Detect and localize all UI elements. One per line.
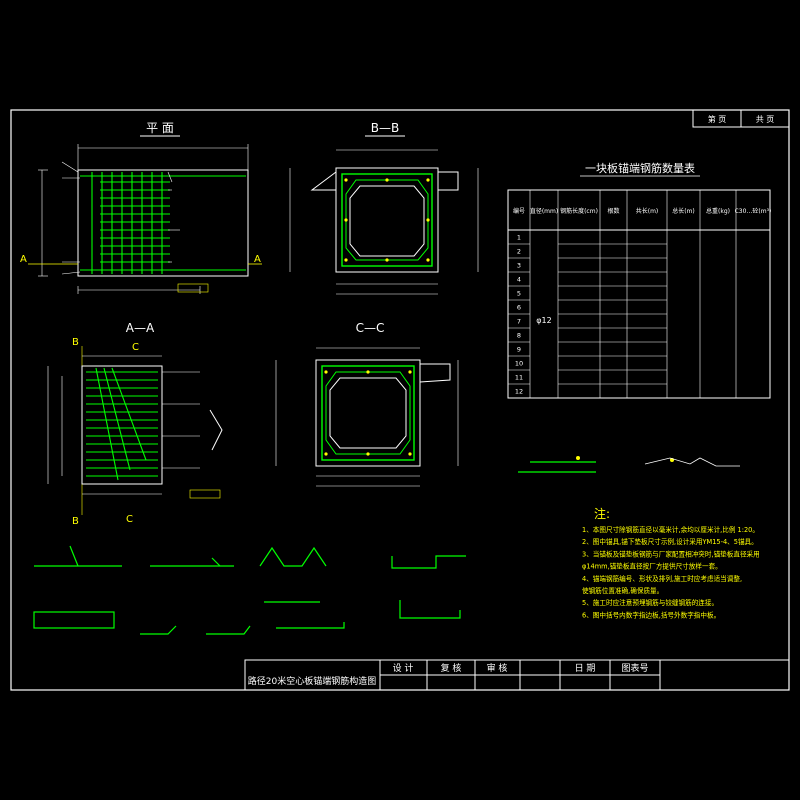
note-line: 3、当锚板及锚垫板钢筋与厂家配置相冲突时,锚垫板直径采用 <box>582 549 760 558</box>
table-header-5: 共长(m) <box>636 207 659 215</box>
table-header-2: 直径(mm) <box>530 207 558 215</box>
title-block: 路径20米空心板锚端钢筋构造图 设 计 复 核 审 核 日 期 图表号 <box>244 659 790 691</box>
section-cc-view: C—C <box>275 321 459 487</box>
table-cell: 6 <box>517 304 521 312</box>
table-cell: 4 <box>517 276 521 284</box>
bb-title: B—B <box>371 121 399 135</box>
note-line: 2、图中锚具,锚下垫板尺寸示例,设计采用YM15-4、5锚具。 <box>582 537 758 546</box>
table-cell: 7 <box>517 318 521 326</box>
note-line: 6、图中括号内数字指边板,括号外数字指中板。 <box>582 610 720 619</box>
bar-shapes <box>33 461 596 635</box>
table-header-7: 总重(kg) <box>706 207 730 215</box>
table-diameter: φ12 <box>536 316 551 325</box>
sheet-total-label: 共 页 <box>756 115 775 124</box>
section-b-top: B <box>72 337 79 348</box>
table-cell: 8 <box>517 332 521 340</box>
table-cell: 12 <box>515 388 523 396</box>
aa-title: A—A <box>126 321 155 335</box>
section-a-left: A <box>20 254 27 265</box>
notes: 注: 1、本图尺寸除钢筋直径以毫米计,余均以厘米计,比例 1:20。 2、图中锚具… <box>582 506 760 619</box>
table-header-4: 根数 <box>607 207 619 215</box>
note-line: φ14mm,锚垫板直径按厂方提供尺寸放样一套。 <box>582 562 722 571</box>
date-label: 日 期 <box>575 663 596 674</box>
table-title: 一块板锚端钢筋数量表 <box>585 161 695 175</box>
check-label: 复 核 <box>441 662 462 674</box>
section-bb-view: B—B <box>289 121 479 295</box>
table-cell: 1 <box>517 234 521 242</box>
note-line: 5、施工时应注意预埋钢筋与铰缝钢筋的连接。 <box>582 598 718 607</box>
section-a-right: A <box>254 254 261 265</box>
page-number-box: 第 页 共 页 <box>692 109 790 128</box>
plan-view: 平 面 <box>20 121 262 294</box>
sheet-no-label: 第 页 <box>708 114 727 124</box>
drawing-no-label: 图表号 <box>621 662 648 674</box>
table-header-8: C30…砼(m³) <box>735 207 772 215</box>
section-c-bottom: C <box>126 514 133 525</box>
plan-title: 平 面 <box>146 121 174 135</box>
notes-title: 注: <box>594 506 610 521</box>
table-cell: 3 <box>517 262 521 270</box>
section-c-top: C <box>132 342 139 353</box>
cc-title: C—C <box>356 321 385 335</box>
table-header-1: 编号 <box>513 207 525 215</box>
table-header-3: 钢筋长度(cm) <box>560 207 598 215</box>
table-cell: 11 <box>515 374 523 382</box>
design-label: 设 计 <box>393 662 414 674</box>
note-line: 1、本图尺寸除钢筋直径以毫米计,余均以厘米计,比例 1:20。 <box>582 525 759 534</box>
drawing-title: 路径20米空心板锚端钢筋构造图 <box>248 675 376 687</box>
note-line: 使钢筋位置准确,确保质量。 <box>582 586 663 595</box>
rebar-quantity-table: 一块板锚端钢筋数量表 编号直径(mm)钢筋长度(cm) 根数 共长(m) 总长(m) 总… <box>507 161 772 399</box>
table-cell: 9 <box>517 346 521 354</box>
review-label: 审 核 <box>487 662 508 674</box>
section-b-bottom: B <box>72 516 79 527</box>
table-cell: 10 <box>515 360 523 368</box>
section-aa-view: A—A B B C C <box>47 321 223 527</box>
table-cell: 5 <box>517 290 521 298</box>
table-cell: 2 <box>517 248 521 256</box>
table-header-6: 总长(m) <box>672 207 695 215</box>
note-line: 4、锚端钢筋编号、形状及排列,施工时应考虑适当调整, <box>582 574 742 583</box>
